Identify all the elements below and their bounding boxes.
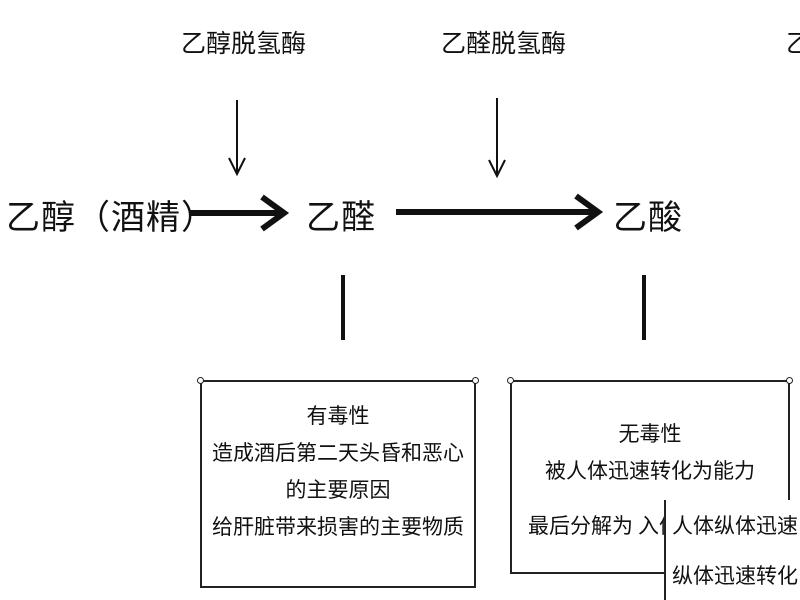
overlay-patch: 人体纵体迅速 纵体迅速转化 <box>664 500 800 600</box>
enzyme2-arrow-head <box>488 159 506 179</box>
reaction2-arrow-head <box>574 193 604 231</box>
compound-ethanol: 乙醇（酒精） <box>6 198 216 238</box>
corner-fragment: 乙 <box>786 29 800 58</box>
acetaldehyde-line-2: 造成酒后第二天头昏和恶心 <box>212 441 464 465</box>
acetaldehyde-line-3: 的主要原因 <box>285 478 391 502</box>
acetic-acid-line-3: 最后分解为 <box>528 514 633 538</box>
acetaldehyde-line-4: 给肝脏带来损害的主要物质 <box>212 515 464 539</box>
acetic-acid-line-2: 被人体迅速转化为能力 <box>545 459 755 483</box>
overlay-fragment-b: 人体纵体迅速 <box>672 514 798 538</box>
enzyme-label-second: 乙醛脱氢酶 <box>441 29 567 58</box>
enzyme-label-first: 乙醇脱氢酶 <box>181 29 307 58</box>
overlay-fragment-c: 纵体迅速转化 <box>672 564 798 588</box>
compound-acetic-acid: 乙酸 <box>613 198 683 238</box>
compound-acetaldehyde: 乙醛 <box>306 198 376 238</box>
acetic-acid-line-1: 无毒性 <box>618 422 682 446</box>
reaction1-arrow-head <box>260 194 290 232</box>
acetaldehyde-line-1: 有毒性 <box>306 404 370 428</box>
enzyme1-arrow-head <box>228 157 246 177</box>
acetaldehyde-info-box: 有毒性 造成酒后第二天头昏和恶心 的主要原因 给肝脏带来损害的主要物质 <box>197 377 479 588</box>
